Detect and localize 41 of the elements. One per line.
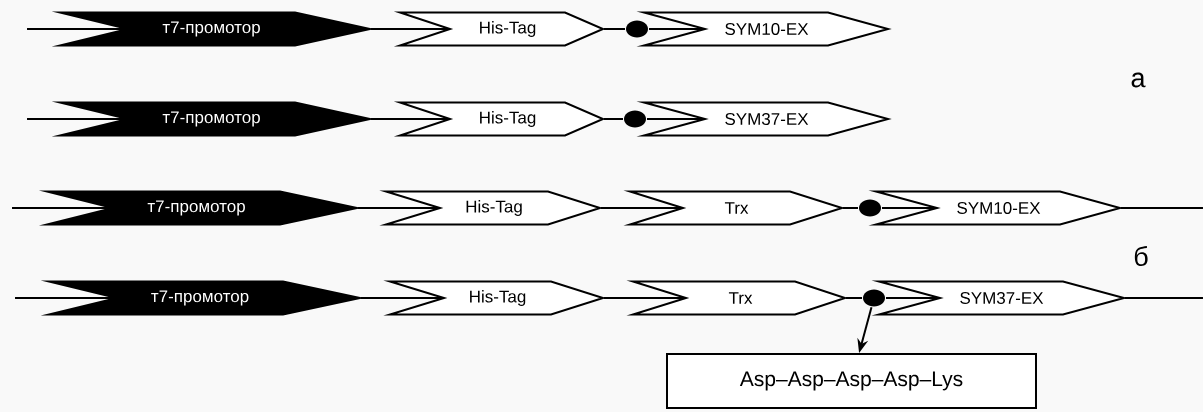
gene-segment: SYM37-EX (636, 101, 892, 137)
junction-dot (859, 199, 881, 217)
connector-line (845, 297, 863, 299)
connector-line (26, 28, 128, 30)
connector-line (11, 207, 113, 209)
gene-segment: SYM10-EX (868, 190, 1124, 226)
connector-line (881, 207, 937, 209)
junction-dot (863, 289, 885, 307)
connector-line (600, 207, 683, 209)
gene-segment: His-Tag (379, 190, 604, 226)
connector-line (26, 118, 128, 120)
junction-dot (626, 20, 648, 38)
connector-line (370, 118, 450, 120)
gene-segment: His-Tag (393, 101, 606, 137)
panel-label: б (1134, 245, 1148, 267)
panel-label: а (1131, 72, 1146, 88)
promoter-segment: т7-промотор (40, 280, 365, 316)
connector-line (603, 118, 624, 120)
connector-line (357, 207, 440, 209)
promoter-segment: т7-промотор (51, 101, 375, 137)
connector-line (842, 207, 859, 209)
junction-dot (624, 110, 646, 128)
gene-segment: His-Tag (393, 11, 606, 47)
connector-line (603, 28, 626, 30)
connector-line (1124, 297, 1203, 299)
connector-line (360, 297, 444, 299)
connector-line (14, 297, 117, 299)
promoter-segment: т7-промотор (51, 11, 375, 47)
connector-line (648, 28, 705, 30)
connector-line (646, 118, 705, 120)
connector-line (370, 28, 450, 30)
connector-line (885, 297, 940, 299)
gene-segment: SYM37-EX (871, 280, 1128, 316)
connector-line (603, 297, 686, 299)
promoter-segment: т7-промотор (38, 190, 362, 226)
gene-segment: Trx (626, 280, 849, 316)
connector-line (1120, 207, 1203, 209)
gene-segment: Trx (623, 190, 846, 226)
sequence-box: Asp–Asp–Asp–Asp–Lys (666, 353, 1037, 409)
gene-segment: His-Tag (383, 280, 607, 316)
gene-segment: SYM10-EX (636, 11, 892, 47)
